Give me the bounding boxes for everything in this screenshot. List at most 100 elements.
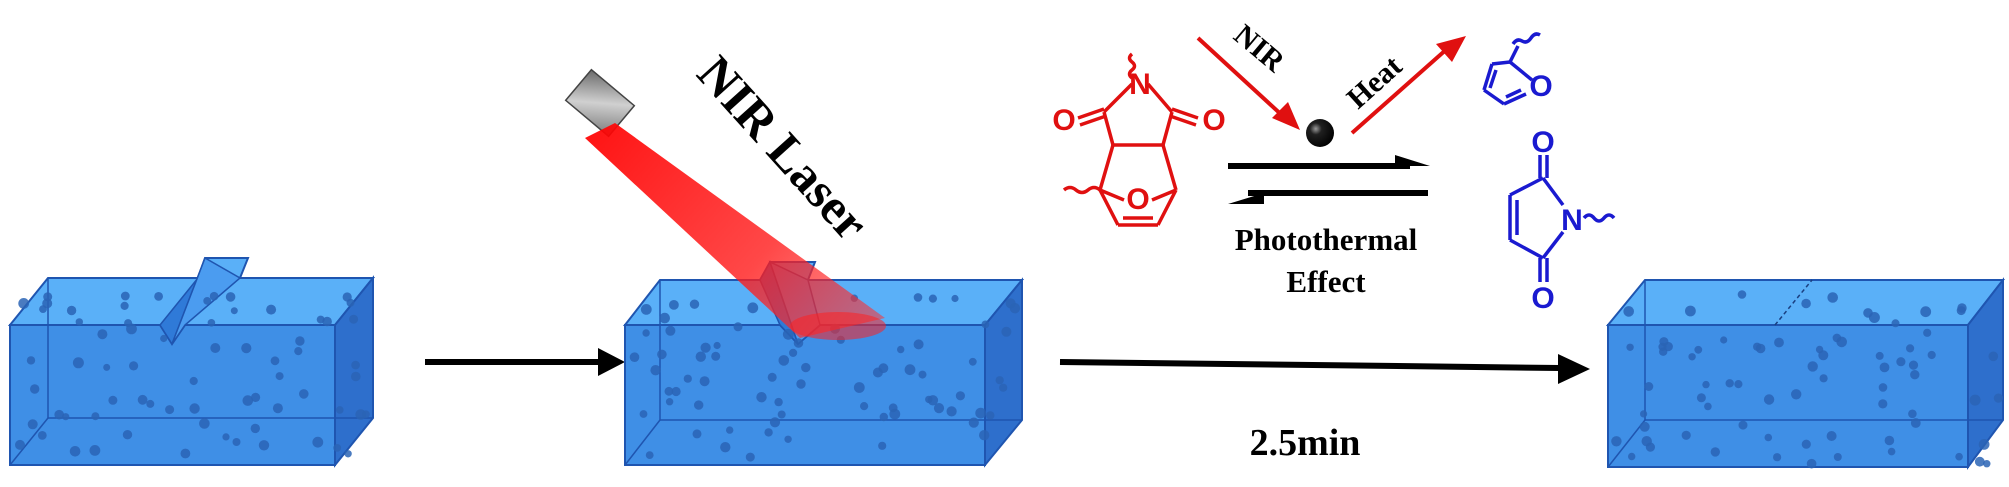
gel-dot: [62, 413, 70, 421]
gel-dot: [225, 292, 236, 302]
gel-dot: [203, 297, 212, 305]
gel-dot: [665, 398, 674, 406]
gel-dot: [275, 372, 284, 381]
gel-dot: [1908, 409, 1917, 419]
gel-dot: [103, 363, 111, 371]
gel-dot: [782, 328, 794, 340]
gel-dot: [1773, 453, 1782, 462]
heat-arrow-head: [1436, 36, 1466, 62]
gel-dot: [1956, 306, 1966, 316]
gel-dot: [342, 292, 352, 302]
healed-crack-line: [1774, 279, 1813, 326]
laser-spot: [790, 312, 886, 340]
process-arrow-head: [598, 348, 625, 376]
gel-dot: [1688, 353, 1696, 361]
gel-dot: [789, 348, 798, 357]
gel-dot: [351, 371, 361, 382]
gel-dot: [351, 360, 360, 370]
gel-dot: [1896, 357, 1906, 367]
gel-dot: [120, 301, 129, 310]
gel-dot: [913, 293, 923, 302]
gel-dot: [733, 322, 743, 332]
gel-dot: [1832, 333, 1842, 343]
gel-dot: [129, 361, 139, 371]
gel-dot: [968, 357, 977, 366]
gel-dot: [640, 304, 652, 315]
gel-dot: [18, 298, 30, 309]
gel-dot: [695, 351, 706, 362]
process-arrow: [1059, 359, 1561, 371]
gel-dot: [1801, 439, 1811, 449]
effect-label: Effect: [1286, 264, 1366, 299]
gel-dot: [66, 305, 77, 316]
gel-dot: [968, 417, 979, 428]
gel-dot: [979, 430, 990, 441]
gel-dot: [671, 386, 681, 397]
gel-dot: [1884, 435, 1895, 446]
gel-dot: [1753, 342, 1762, 351]
gel-dot: [189, 376, 198, 386]
gel-dot: [1974, 456, 1985, 467]
gel-dot: [154, 292, 164, 301]
gel-dot: [1763, 394, 1775, 405]
gel-dot: [122, 430, 133, 440]
gel-dot: [879, 412, 888, 422]
gel-dot: [694, 400, 704, 410]
gel-dot: [1611, 436, 1622, 447]
diels-alder-adduct: [1062, 52, 1199, 227]
gel-dot: [312, 436, 324, 448]
gel-dot: [272, 403, 283, 414]
gel-dot: [669, 300, 679, 310]
gel-dot: [1875, 351, 1884, 360]
gel-dot: [1983, 460, 1991, 468]
gel-dot: [764, 428, 773, 437]
gel-dot: [913, 339, 924, 350]
gel-dot: [232, 438, 241, 446]
gel-dot: [26, 356, 36, 365]
gel-dot: [1806, 458, 1817, 469]
gel-dot: [207, 319, 216, 327]
gel-dot: [951, 294, 959, 303]
gel-dot: [777, 410, 786, 419]
furan-product: [1482, 32, 1541, 106]
gel-dot: [981, 320, 990, 329]
gel-dot: [69, 446, 81, 457]
gel-dot: [266, 304, 277, 315]
gel-dot: [1891, 319, 1900, 328]
gel-dot: [1791, 389, 1802, 400]
gel-dot: [665, 325, 676, 336]
gel-dot: [1710, 447, 1721, 457]
laser-emitter-icon: [564, 68, 636, 138]
gel-dot: [1969, 394, 1981, 406]
gel-dot: [1764, 433, 1773, 442]
gel-dot: [999, 383, 1008, 392]
gel-dot: [700, 342, 711, 353]
gel-dot: [878, 441, 887, 450]
gel-dot: [1878, 383, 1888, 392]
gel-dot: [1920, 306, 1932, 318]
gel-dot: [362, 410, 370, 419]
gel-dot: [645, 451, 654, 459]
gel-dot: [1910, 370, 1920, 380]
gel-dot: [189, 403, 200, 414]
gel-dot: [1878, 399, 1888, 409]
gel-dot: [692, 429, 702, 439]
gel-dot: [137, 394, 148, 405]
gel-dot: [711, 351, 721, 361]
gel-dot: [1681, 430, 1691, 440]
gel-dot: [1644, 382, 1654, 391]
adduct-o-right: O: [1202, 104, 1225, 137]
gel-dot: [1725, 379, 1734, 388]
gel-dot: [72, 357, 84, 369]
gel-dot: [639, 410, 648, 418]
gel-dot: [1005, 298, 1016, 309]
gel-dot: [986, 411, 995, 420]
gel-dot: [878, 363, 889, 374]
gel-dot: [37, 431, 47, 440]
gel-dot: [1734, 380, 1743, 389]
adduct-n-atom: N: [1129, 68, 1151, 101]
gel-dot: [250, 423, 260, 434]
gel-dot: [108, 395, 118, 405]
gel-dot: [1910, 418, 1921, 428]
